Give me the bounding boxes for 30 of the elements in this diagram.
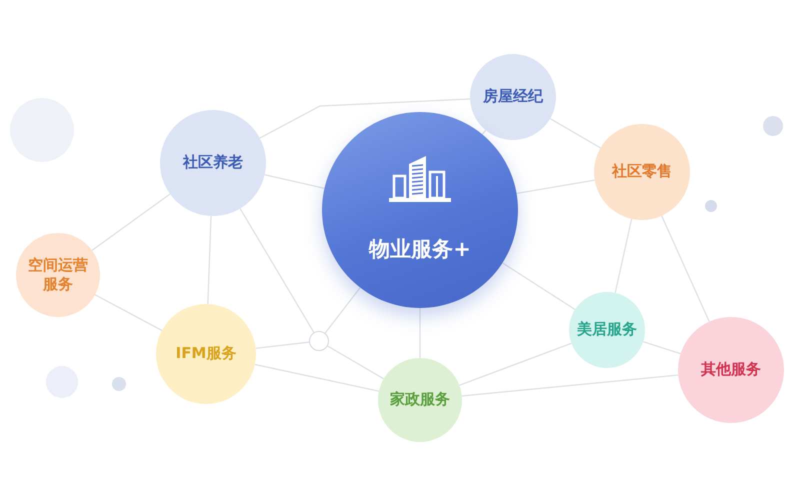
connector-line <box>256 342 310 349</box>
connector-line <box>642 341 681 354</box>
node-label: 家政服务 <box>390 390 450 410</box>
connector-line <box>94 294 162 331</box>
connector-line <box>254 364 380 392</box>
node-label: 物业服务+ <box>369 236 471 264</box>
node-label: IFM服务 <box>176 344 236 364</box>
connector-line <box>462 374 678 397</box>
connector-line <box>92 194 170 251</box>
connector-line <box>207 216 212 304</box>
connector-line <box>516 180 595 194</box>
connector-line <box>502 262 576 310</box>
connector-line <box>550 118 601 148</box>
connector-line <box>482 130 486 135</box>
node-label: 空间运营服务 <box>27 256 89 294</box>
connector-line <box>327 346 384 380</box>
connector-line <box>459 342 572 386</box>
node-label: 美居服务 <box>577 320 637 340</box>
node-label: 房屋经纪 <box>483 87 543 107</box>
junction-circle <box>309 331 329 351</box>
connector-line <box>260 98 470 139</box>
connector-line <box>661 216 710 322</box>
node-label: 社区养老 <box>183 153 243 173</box>
node-label: 其他服务 <box>701 360 761 380</box>
connector-line <box>614 218 632 294</box>
node-label: 社区零售 <box>612 162 672 182</box>
connector-line <box>240 208 314 333</box>
connector-line <box>324 287 361 334</box>
connector-line <box>419 308 421 358</box>
connector-line <box>264 174 325 189</box>
